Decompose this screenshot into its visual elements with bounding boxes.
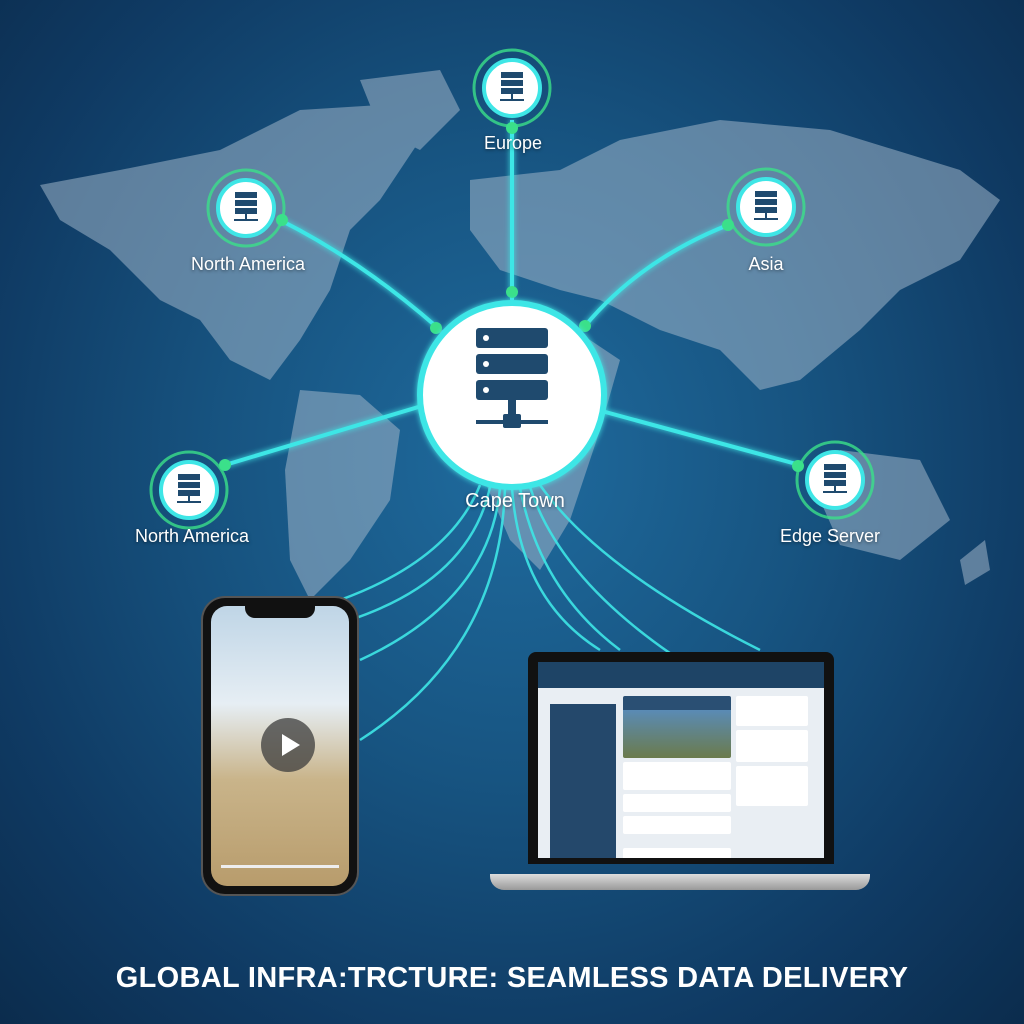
- node-4[interactable]: [149, 450, 229, 530]
- calendar-card: [736, 730, 808, 762]
- hub-server[interactable]: [417, 300, 607, 490]
- server-rack-icon: [476, 328, 548, 428]
- video-player[interactable]: [211, 606, 349, 886]
- page-title: GLOBAL INFRA:TRCTURE: SEAMLESS DATA DELI…: [115, 962, 909, 994]
- smartphone: [203, 598, 357, 894]
- server-icon: [234, 192, 258, 221]
- calendar-card: [623, 762, 731, 790]
- video-progress-bar[interactable]: [221, 865, 339, 868]
- node-2[interactable]: [206, 168, 286, 248]
- status-card: [623, 794, 731, 812]
- connection-lines: [224, 120, 801, 467]
- node-label-edge-server: Edge Server: [779, 526, 881, 546]
- server-icon: [500, 72, 524, 101]
- status-card: [623, 816, 731, 834]
- dashboard-sidebar: [550, 704, 616, 858]
- delivery-lines: [339, 484, 761, 742]
- node-label-europe: Europe: [483, 133, 543, 153]
- info-card: [736, 696, 808, 726]
- dashboard-image-card: [623, 696, 731, 758]
- server-icon: [823, 464, 847, 493]
- dashboard-header: [538, 662, 824, 688]
- node-label-north-america: North America: [190, 254, 306, 274]
- node-3[interactable]: [726, 167, 806, 247]
- phone-notch: [245, 604, 315, 618]
- list-card: [623, 848, 731, 858]
- node-label-asia: Asia: [748, 254, 784, 274]
- hub-label: Cape Town: [465, 490, 565, 512]
- node-label-north-america-2: North America: [134, 526, 250, 546]
- node-5[interactable]: [795, 440, 875, 520]
- server-icon: [177, 474, 201, 503]
- play-icon[interactable]: [261, 718, 315, 772]
- laptop-base: [490, 874, 870, 890]
- node-1[interactable]: [472, 48, 552, 128]
- laptop: [528, 652, 834, 864]
- details-card: [736, 766, 808, 806]
- dashboard-screen: [538, 662, 824, 858]
- server-icon: [754, 191, 778, 220]
